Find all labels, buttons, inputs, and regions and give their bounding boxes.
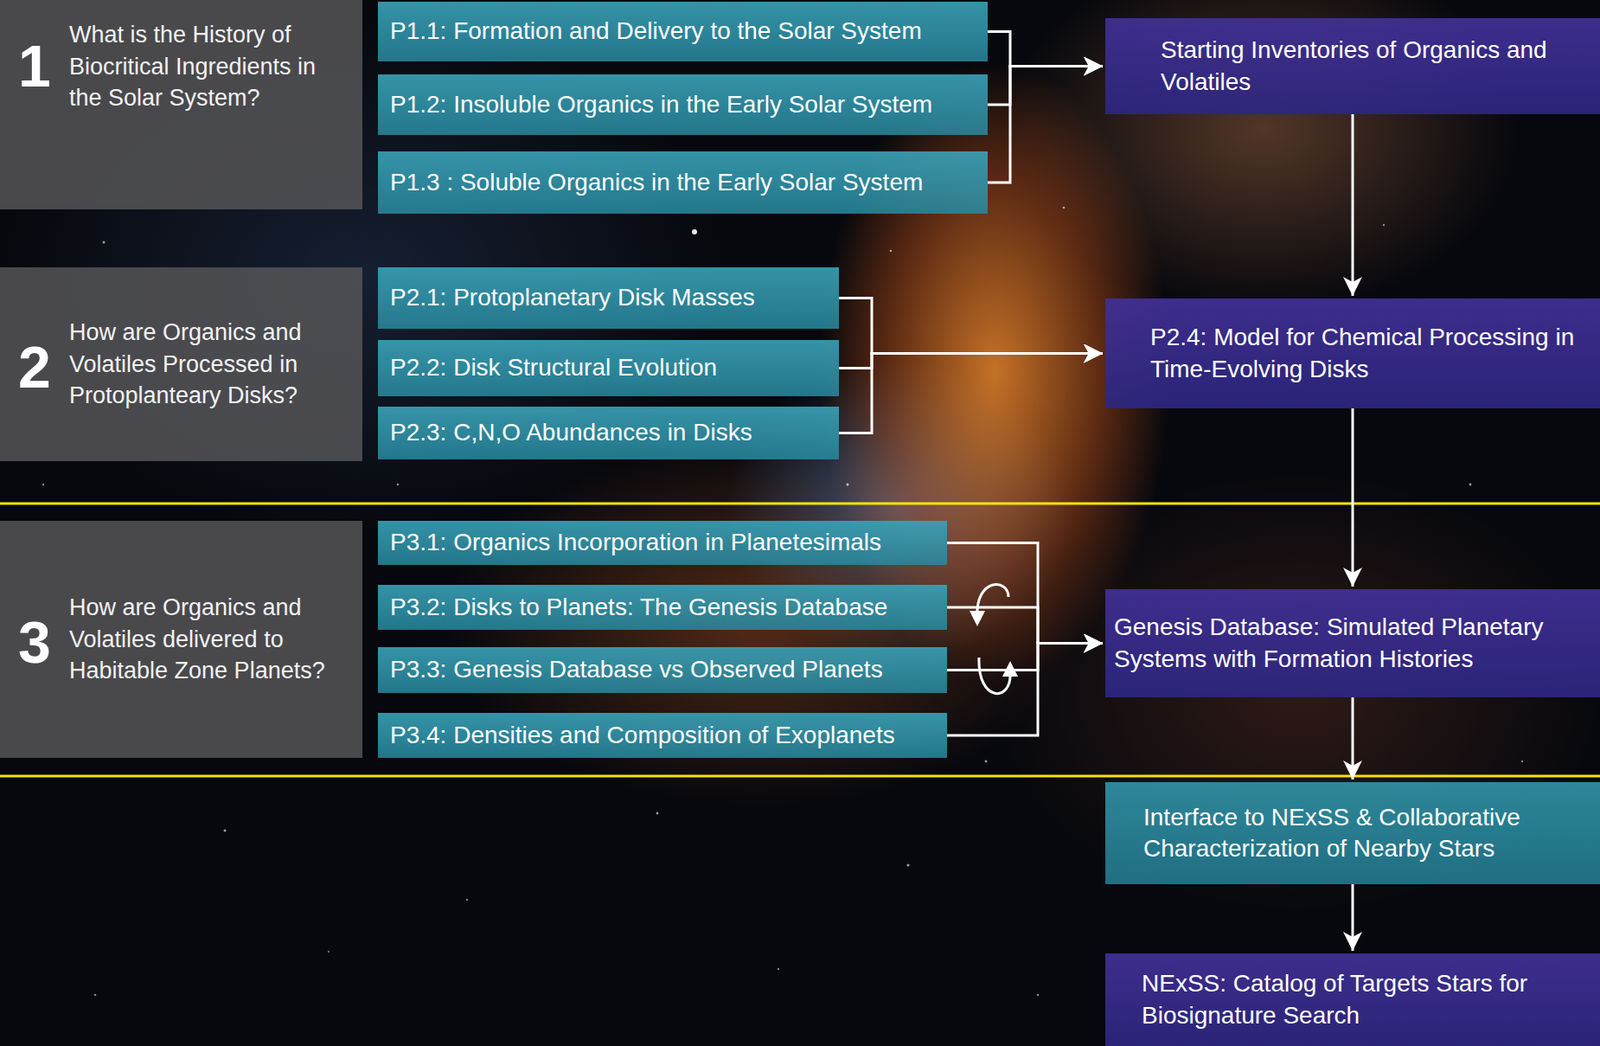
question-number: 1 <box>0 36 70 96</box>
box-text: P2.3: C,N,O Abundances in Disks <box>390 416 753 448</box>
box-text: P3.2: Disks to Planets: The Genesis Data… <box>390 591 888 623</box>
project-box: P3.2: Disks to Planets: The Genesis Data… <box>377 584 948 630</box>
project-box: P3.4: Densities and Composition of Exopl… <box>377 712 948 758</box>
divider-line <box>0 502 1600 506</box>
connector <box>1351 883 1355 951</box>
box-text: Starting Inventories of Organics and Vol… <box>1160 34 1587 98</box>
interface-box: Interface to NExSS & Collaborative Chara… <box>1105 781 1600 884</box>
project-box: P3.1: Organics Incorporation in Planetes… <box>377 520 948 565</box>
box-text: P1.1: Formation and Delivery to the Sola… <box>390 15 922 47</box>
box-text: P3.1: Organics Incorporation in Planetes… <box>390 526 882 558</box>
box-text: P2.2: Disk Structural Evolution <box>390 352 717 384</box>
connector <box>947 643 1103 671</box>
cycle-arrowheads <box>969 610 1018 677</box>
connector <box>987 66 1103 184</box>
question-panel: 2How are Organics and Volatiles Processe… <box>0 267 363 461</box>
question-panel: 1What is the History of Biocritical Ingr… <box>0 0 363 210</box>
divider-line <box>0 774 1600 778</box>
connector <box>947 643 1103 736</box>
project-box: P1.2: Insoluble Organics in the Early So… <box>377 74 988 135</box>
question-text: How are Organics and Volatiles Processed… <box>69 316 351 412</box>
connector <box>838 353 1103 369</box>
project-box: P2.1: Protoplanetary Disk Masses <box>377 267 839 329</box>
project-box: P2.3: C,N,O Abundances in Disks <box>377 406 839 460</box>
connector <box>987 32 1103 67</box>
project-box: P3.3: Genesis Database vs Observed Plane… <box>377 646 948 693</box>
box-text: P2.1: Protoplanetary Disk Masses <box>390 281 756 314</box>
connector <box>947 607 1103 644</box>
outcome-box: Starting Inventories of Organics and Vol… <box>1105 18 1600 115</box>
box-text: Genesis Database: Simulated Planetary Sy… <box>1113 611 1587 675</box>
box-text: P3.3: Genesis Database vs Observed Plane… <box>390 653 884 685</box>
question-text: How are Organics and Volatiles delivered… <box>69 591 351 687</box>
box-text: P1.2: Insoluble Organics in the Early So… <box>390 89 933 121</box>
box-text: NExSS: Catalog of Targets Stars for Bios… <box>1141 967 1587 1031</box>
box-text: P1.3 : Soluble Organics in the Early Sol… <box>390 166 923 199</box>
project-box: P2.2: Disk Structural Evolution <box>377 339 839 397</box>
connector <box>1351 114 1355 296</box>
question-text: What is the History of Biocritical Ingre… <box>69 19 351 115</box>
question-number: 3 <box>0 612 70 672</box>
connector <box>1351 697 1355 780</box>
connector <box>838 353 1103 434</box>
box-text: Interface to NExSS & Collaborative Chara… <box>1143 801 1587 865</box>
question-panel: 3How are Organics and Volatiles delivere… <box>0 520 363 758</box>
box-text: P2.4: Model for Chemical Processing in T… <box>1150 321 1587 385</box>
question-number: 2 <box>0 337 70 397</box>
outcome-box: Genesis Database: Simulated Planetary Sy… <box>1105 588 1600 698</box>
cycle-arrows <box>977 584 1011 694</box>
connector <box>838 298 1103 354</box>
outcome-box: NExSS: Catalog of Targets Stars for Bios… <box>1105 953 1600 1046</box>
project-box: P1.1: Formation and Delivery to the Sola… <box>377 1 988 62</box>
connector <box>947 543 1103 644</box>
connector <box>987 66 1103 106</box>
box-text: P3.4: Densities and Composition of Exopl… <box>390 719 896 751</box>
connector <box>1351 408 1355 587</box>
project-box: P1.3 : Soluble Organics in the Early Sol… <box>377 151 988 214</box>
outcome-box: P2.4: Model for Chemical Processing in T… <box>1105 298 1600 409</box>
